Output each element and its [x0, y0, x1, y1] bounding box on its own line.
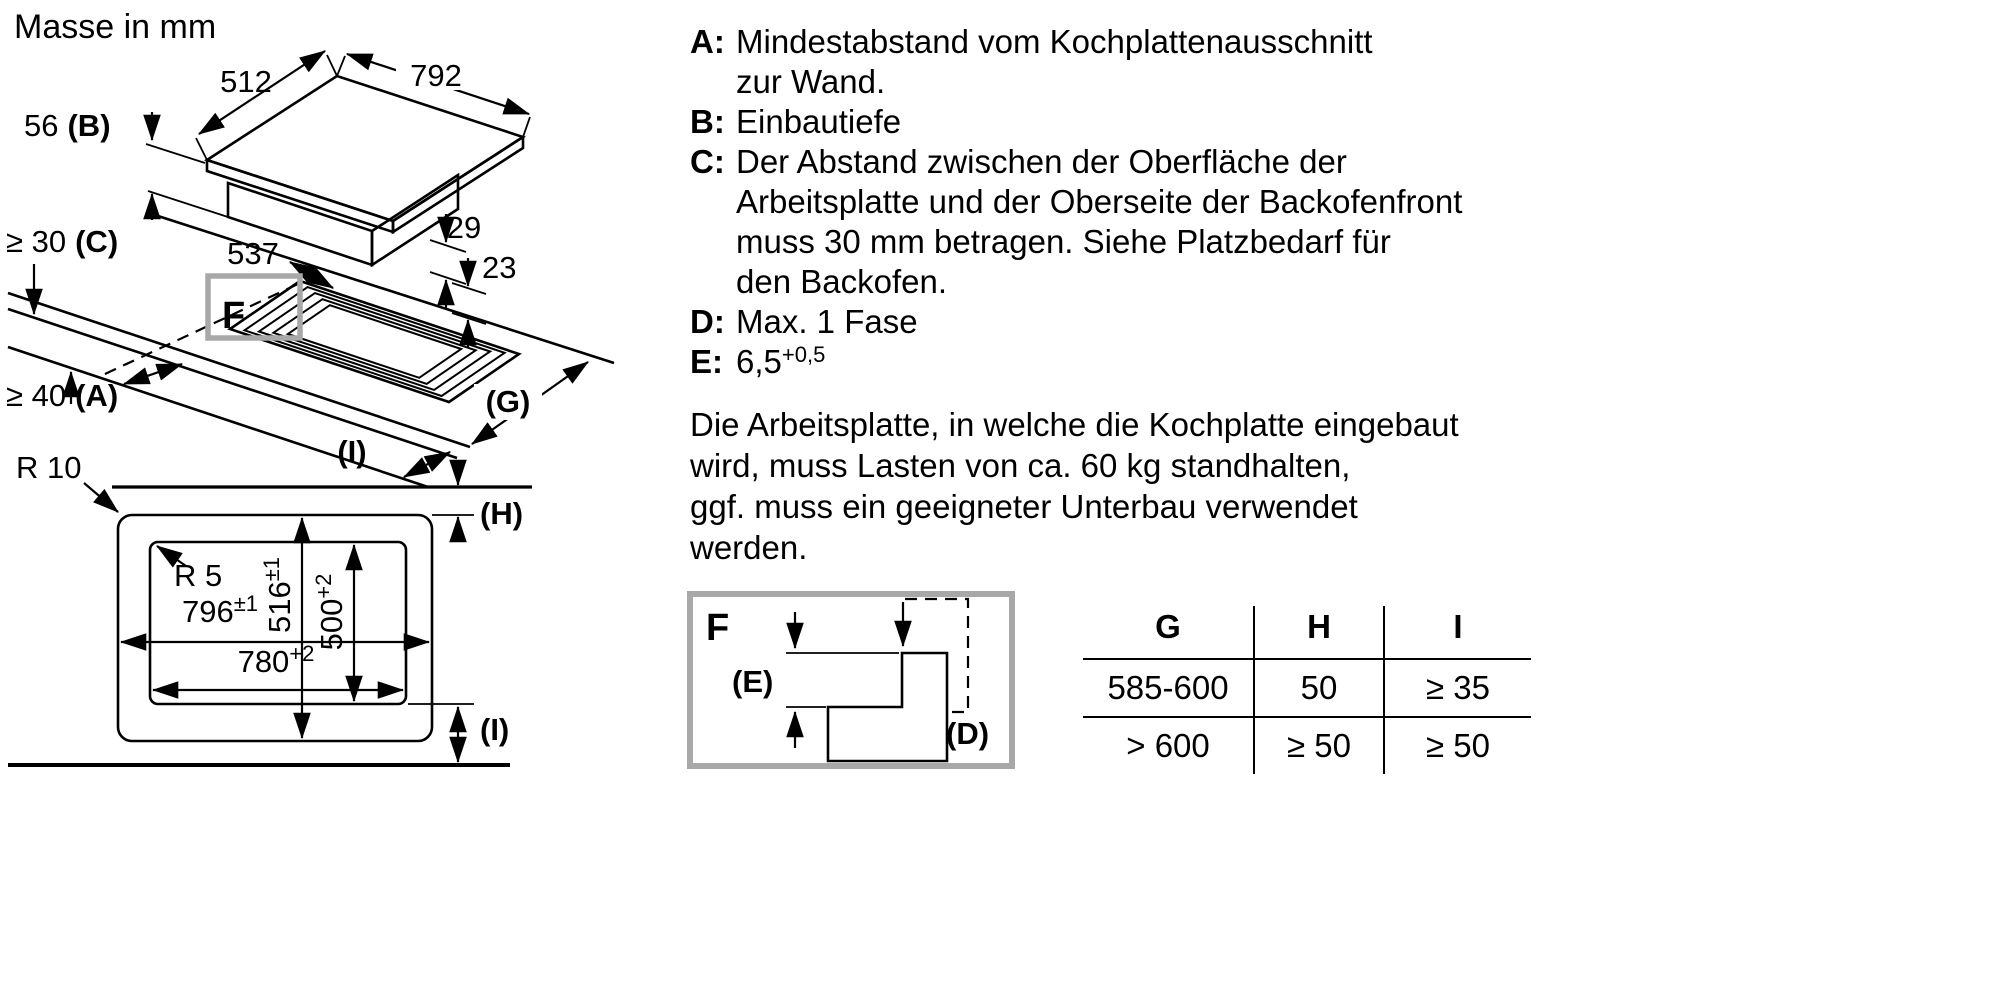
dim-d-label: (D) — [946, 716, 989, 751]
table-cell: ≥ 50 — [1385, 716, 1531, 774]
dim-796-label: 796±1 — [182, 591, 258, 629]
note-line: werden. — [690, 529, 808, 566]
dim-780-label: 780+2 — [238, 641, 315, 679]
legend-item-e: E: 6,5+0,5 — [690, 342, 1570, 386]
dim-i-iso: (I) — [337, 434, 451, 478]
table-cell: 50 — [1253, 658, 1385, 716]
dim-30c: ≥ 30(C) — [6, 224, 118, 404]
dim-e-label: (E) — [732, 664, 773, 699]
dim-516: 516±1 — [259, 516, 311, 740]
dim-537: 537 — [227, 236, 334, 289]
dim-780: 780+2 — [151, 641, 405, 699]
legend-line: Arbeitsplatte und der Oberseite der Back… — [736, 183, 1463, 220]
note-line: Die Arbeitsplatte, in welche die Kochpla… — [690, 406, 1459, 443]
f-callout-label: F — [222, 295, 245, 337]
legend: A: Mindestabstand vom Kochplattenausschn… — [690, 22, 1570, 386]
dim-40a-label: ≥ 40(A) — [6, 378, 118, 413]
legend-line: Der Abstand zwischen der Oberfläche der — [736, 143, 1347, 180]
dim-30c-label: ≥ 30(C) — [6, 224, 118, 259]
table-header-i: I — [1453, 608, 1463, 645]
table-cell: ≥ 50 — [1253, 716, 1385, 774]
legend-item-a: A: Mindestabstand vom Kochplattenausschn… — [690, 22, 1570, 102]
legend-item-b: B: Einbautiefe — [690, 102, 1570, 142]
legend-line: 6,5+0,5 — [736, 342, 826, 380]
detail-f: F (E) (D) — [687, 591, 1015, 769]
dim-i-iso-label: (I) — [337, 434, 366, 469]
table-cell: 585-600 — [1083, 658, 1253, 716]
dim-h-label: (H) — [480, 496, 523, 531]
legend-key: E: — [690, 343, 723, 380]
dimensions-table: G H I 585-600 50 ≥ 35 > 600 ≥ 50 ≥ 50 — [1083, 606, 1531, 774]
legend-line: zur Wand. — [736, 63, 886, 100]
dim-23: 23 — [451, 250, 516, 348]
r10-label: R 10 — [16, 450, 81, 485]
dim-23-label: 23 — [482, 250, 516, 285]
dim-i-plan: (I) — [408, 703, 509, 764]
hob-outline-rect — [116, 513, 434, 743]
worktop-edge-lines — [7, 214, 615, 489]
dim-537-label: 537 — [227, 236, 279, 271]
dim-516-label: 516±1 — [259, 557, 297, 633]
detail-f-box — [687, 591, 1015, 769]
dim-29-label: 29 — [447, 210, 481, 245]
legend-text: 6,5+0,5 — [736, 342, 1570, 386]
legend-key: B: — [690, 103, 725, 140]
dim-40a: ≥ 40(A) — [6, 283, 299, 413]
dim-500: 500+2 — [311, 543, 363, 703]
dim-h: (H) — [432, 459, 523, 543]
chamfer-dashed-outline — [905, 597, 970, 714]
dim-e: (E) — [732, 612, 899, 748]
dim-g: (G) — [471, 361, 589, 445]
worktop-cutout — [227, 279, 522, 404]
legend-line: den Backofen. — [736, 263, 947, 300]
table-header-h: H — [1253, 606, 1385, 658]
legend-line: muss 30 mm betragen. Siehe Platzbedarf f… — [736, 223, 1391, 260]
tolerance-superscript: +0,5 — [781, 342, 826, 367]
note-line: wird, muss Lasten von ca. 60 kg standhal… — [690, 447, 1351, 484]
dim-i-plan-label: (I) — [480, 712, 509, 747]
detail-f-label: F — [706, 607, 729, 649]
dim-500-label: 500+2 — [311, 574, 349, 651]
legend-item-c: C: Der Abstand zwischen der Oberfläche d… — [690, 142, 1570, 302]
f-callout: F — [205, 273, 303, 341]
legend-key: C: — [690, 143, 725, 180]
legend-item-d: D: Max. 1 Fase — [690, 302, 1570, 342]
legend-text: Max. 1 Fase — [736, 302, 1570, 342]
dim-29: 29 — [429, 210, 481, 308]
cutout-rect — [148, 540, 408, 706]
cooktop-glass — [204, 74, 526, 235]
legend-text: Einbautiefe — [736, 102, 1570, 142]
legend-line: Einbautiefe — [736, 103, 902, 140]
dim-56b-label: 56(B) — [24, 108, 111, 143]
table-cell: > 600 — [1083, 716, 1253, 774]
dim-796: 796±1 — [119, 591, 431, 651]
note-line: ggf. muss ein geeigneter Unterbau verwen… — [690, 488, 1358, 525]
dim-512-label: 512 — [220, 64, 272, 99]
dim-512: 512 — [195, 50, 338, 161]
dim-792-label: 792 — [410, 58, 462, 93]
dim-792: 792 — [336, 52, 531, 138]
plan-diagram: R 10 R 5 516±1 500+2 796±1 780+2 (H) — [8, 450, 532, 767]
worktop-section-hatch — [826, 651, 949, 763]
legend-text: Mindestabstand vom Kochplattenausschnitt… — [736, 22, 1570, 102]
table-header-g: G — [1155, 608, 1181, 645]
dim-g-label: (G) — [486, 384, 531, 419]
note-paragraph: Die Arbeitsplatte, in welche die Kochpla… — [690, 404, 1570, 568]
dim-56b: 56(B) — [24, 108, 229, 220]
legend-key: A: — [690, 23, 725, 60]
page-title: Masse in mm — [14, 8, 217, 46]
legend-key: D: — [690, 303, 725, 340]
r10-callout: R 10 — [16, 450, 119, 513]
f-callout-box — [205, 273, 303, 341]
table-cell: ≥ 35 — [1385, 658, 1531, 716]
iso-diagram: 512 792 56(B) ≥ 30(C) 537 — [6, 50, 615, 489]
cooktop-body — [226, 172, 460, 268]
legend-text: Der Abstand zwischen der Oberfläche der … — [736, 142, 1570, 302]
legend-line: Max. 1 Fase — [736, 303, 918, 340]
legend-line: Mindestabstand vom Kochplattenausschnitt — [736, 23, 1373, 60]
r5-callout: R 5 — [156, 545, 222, 593]
